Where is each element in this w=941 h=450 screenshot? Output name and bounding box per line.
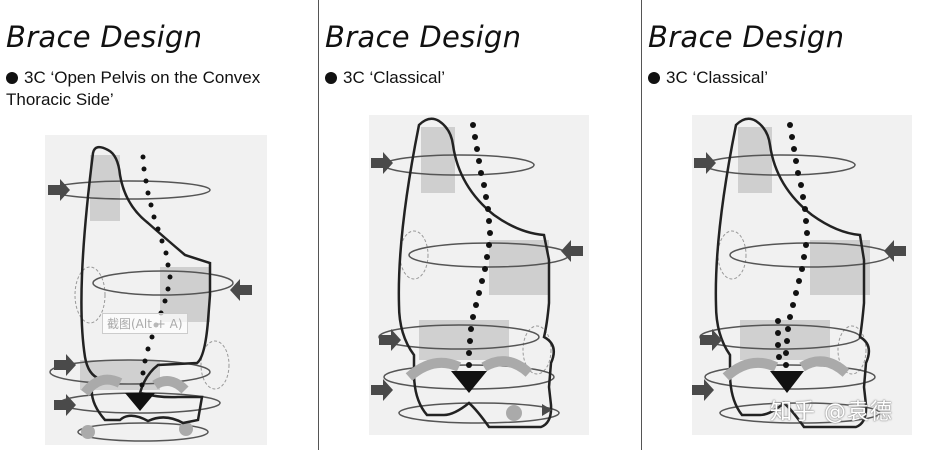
panel-classical-1: Brace Design 3C ‘Classical’ — [319, 0, 641, 450]
panel-divider — [641, 0, 642, 450]
panel-bullet: 3C ‘Classical’ — [648, 67, 941, 89]
panel-open-pelvis: Brace Design 3C ‘Open Pelvis on the Conv… — [0, 0, 318, 450]
bullet-icon — [648, 72, 660, 84]
panel-bullet: 3C ‘Open Pelvis on the Convex Thoracic S… — [6, 67, 306, 111]
panel-bullet: 3C ‘Classical’ — [325, 67, 625, 89]
bullet-text: 3C ‘Classical’ — [343, 68, 446, 87]
panel-title: Brace Design — [325, 20, 522, 54]
bullet-text: 3C ‘Classical’ — [666, 68, 769, 87]
pressure-arrows — [371, 152, 583, 416]
bullet-icon — [6, 72, 18, 84]
brace-diagram-classical-1 — [369, 115, 589, 435]
panel-classical-2: Brace Design 3C ‘Classical’ — [642, 0, 941, 450]
screenshot-tooltip: 截图(Alt + A) — [102, 313, 188, 334]
panel-title: Brace Design — [648, 20, 845, 54]
brace-diagram-classical-2 — [692, 115, 912, 435]
bullet-text: 3C ‘Open Pelvis on the Convex Thoracic S… — [6, 68, 261, 109]
panel-title: Brace Design — [6, 20, 203, 54]
pressure-arrows — [692, 152, 906, 401]
watermark: 知乎 @袁德 — [770, 400, 893, 425]
brace-diagram-open-pelvis — [45, 135, 267, 445]
panel-divider — [318, 0, 319, 450]
bullet-icon — [325, 72, 337, 84]
